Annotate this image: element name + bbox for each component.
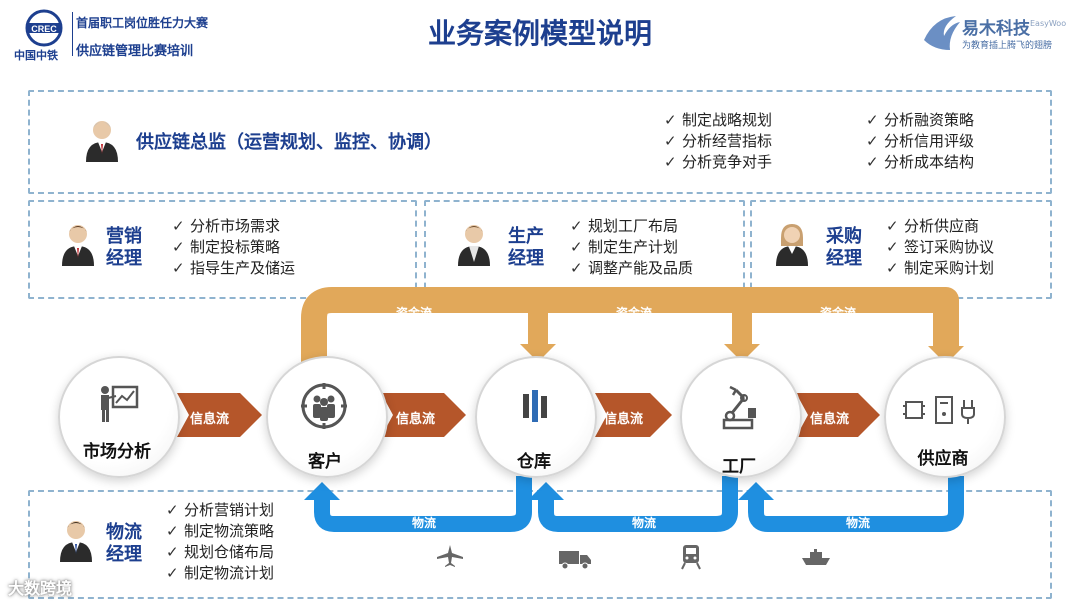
purchasing-avatar-icon [776, 224, 808, 266]
supplier-label: 供应商 [917, 449, 969, 469]
airplane-icon [437, 545, 463, 567]
page-title: 业务案例模型说明 [427, 17, 652, 50]
train-icon [681, 545, 701, 570]
task-item: 制定物流策略 [166, 521, 274, 542]
factory-node [680, 356, 802, 478]
director-title: 供应链总监（运营规划、监控、协调） [136, 132, 442, 153]
info-arrow-2 [381, 393, 466, 437]
svg-text:CREC: CREC [31, 24, 57, 34]
crec-logo: CREC [25, 9, 63, 47]
capital-flow-arrow [301, 287, 964, 364]
logistics-title: 物流 经理 [106, 522, 142, 566]
brand-logo [924, 16, 960, 50]
marketing-avatar-icon [62, 225, 94, 266]
task-item: 制定投标策略 [172, 237, 295, 258]
purchasing-title: 采购 经理 [826, 226, 862, 270]
ship-icon [802, 549, 830, 565]
production-title-line1: 生产 [508, 226, 544, 247]
task-item: 分析竞争对手 [664, 152, 772, 173]
supplier-node [884, 356, 1006, 478]
logistics-flow-label-3: 物流 [846, 516, 871, 530]
task-item: 分析供应商 [886, 216, 994, 237]
marketing-tasks: 分析市场需求 制定投标策略 指导生产及储运 [172, 216, 295, 279]
truck-icon [559, 551, 591, 570]
marketing-title: 营销 经理 [106, 226, 142, 270]
watermark: 大数跨境 [8, 579, 73, 598]
marketing-panel [28, 200, 417, 299]
logistics-avatar-icon [60, 521, 92, 562]
marketing-title-line2: 经理 [106, 248, 142, 269]
header-divider [72, 12, 73, 56]
brand-en: EasyWoo [1030, 19, 1067, 28]
logo-text: 中国中铁 [14, 49, 58, 62]
task-item: 签订采购协议 [886, 237, 994, 258]
production-tasks: 规划工厂布局 制定生产计划 调整产能及品质 [570, 216, 693, 279]
task-item: 制定采购计划 [886, 258, 994, 279]
task-item: 调整产能及品质 [570, 258, 693, 279]
info-flow-label-4: 信息流 [810, 412, 850, 427]
logistics-flow-label-2: 物流 [632, 516, 657, 530]
task-item: 分析市场需求 [172, 216, 295, 237]
warehouse-shelves-icon [523, 390, 547, 422]
info-arrow-3 [595, 393, 672, 437]
logistics-flow-arrow [304, 476, 964, 532]
task-item: 制定战略规划 [664, 110, 772, 131]
task-item: 规划仓储布局 [166, 542, 274, 563]
purchasing-tasks: 分析供应商 签订采购协议 制定采购计划 [886, 216, 994, 279]
capital-flow-label-1: 资金流 [396, 306, 433, 320]
production-title-line2: 经理 [508, 248, 544, 269]
info-flow-label-2: 信息流 [396, 412, 436, 427]
logistics-flow-label-1: 物流 [412, 516, 437, 530]
purchasing-title-line1: 采购 [826, 226, 862, 247]
logistics-title-line2: 经理 [106, 544, 142, 565]
director-tasks-col2: 分析融资策略 分析信用评级 分析成本结构 [866, 110, 974, 173]
customers-group-icon [301, 383, 347, 429]
info-flow-arrows [177, 393, 880, 437]
market-analysis-label: 市场分析 [83, 442, 151, 462]
market-analysis-node [58, 356, 180, 478]
task-item: 指导生产及储运 [172, 258, 295, 279]
info-flow-label-3: 信息流 [604, 412, 644, 427]
warehouse-label: 仓库 [517, 452, 551, 472]
production-avatar-icon [458, 225, 490, 266]
info-flow-label-1: 信息流 [190, 412, 230, 427]
marketing-title-line1: 营销 [106, 226, 142, 247]
capital-flow-label-2: 资金流 [616, 306, 653, 320]
presentation-board-icon [101, 385, 139, 422]
task-item: 分析成本结构 [866, 152, 974, 173]
brand-slogan: 为教育插上腾飞的翅膀 [962, 41, 1053, 51]
info-arrow-4 [796, 393, 880, 437]
task-item: 分析经营指标 [664, 131, 772, 152]
info-arrow-1 [177, 393, 262, 437]
logistics-title-line1: 物流 [106, 522, 142, 543]
production-title: 生产 经理 [508, 226, 544, 270]
task-item: 制定物流计划 [166, 563, 274, 584]
purchasing-title-line2: 经理 [826, 248, 862, 269]
task-item: 制定生产计划 [570, 237, 693, 258]
director-avatar-icon [86, 121, 118, 162]
warehouse-node [475, 356, 597, 478]
factory-label: 工厂 [722, 457, 756, 477]
capital-flow-label-3: 资金流 [820, 306, 857, 320]
org-line-2: 供应链管理比赛培训 [76, 44, 194, 59]
robot-arm-icon [722, 385, 756, 430]
task-item: 分析营销计划 [166, 500, 274, 521]
task-item: 规划工厂布局 [570, 216, 693, 237]
org-line-1: 首届职工岗位胜任力大赛 [76, 16, 209, 30]
customer-label: 客户 [308, 452, 342, 472]
task-item: 分析信用评级 [866, 131, 974, 152]
director-panel [28, 90, 1052, 194]
logistics-tasks: 分析营销计划 制定物流策略 规划仓储布局 制定物流计划 [166, 500, 274, 584]
brand-name: 易木科技 [962, 19, 1030, 39]
supplier-parts-icon [903, 396, 975, 424]
task-item: 分析融资策略 [866, 110, 974, 131]
director-tasks-col1: 制定战略规划 分析经营指标 分析竞争对手 [664, 110, 772, 173]
